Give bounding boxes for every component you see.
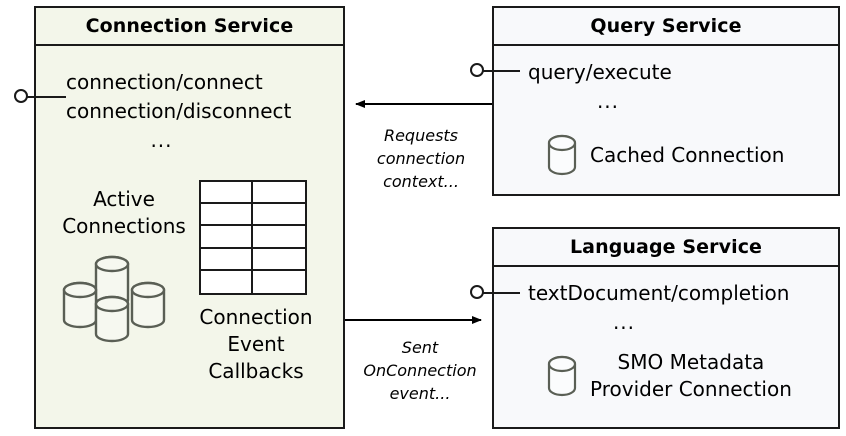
interface-stick	[482, 292, 520, 294]
table-cell	[201, 226, 253, 249]
query-service-provided-interface[interactable]	[470, 63, 520, 79]
edge-label-line-2: connection	[376, 149, 466, 168]
smo-metadata-provider-connection-store[interactable]: SMO Metadata Provider Connection	[546, 349, 792, 403]
interface-stick	[482, 70, 520, 72]
callbacks-caption-line-1: Connection	[199, 305, 313, 329]
table-cell	[201, 182, 253, 205]
smo-metadata-label-line-1: SMO Metadata	[617, 350, 765, 374]
interface-stick	[26, 96, 66, 98]
database-icon	[547, 134, 577, 176]
language-service-title: Language Service	[494, 229, 838, 267]
table-cell	[253, 248, 305, 271]
connection-event-callbacks-caption: Connection Event Callbacks	[176, 304, 336, 385]
callbacks-caption-line-3: Callbacks	[208, 359, 304, 383]
connection-service-provided-interface[interactable]	[14, 89, 66, 105]
edge-label-connection-to-language: Sent OnConnection event...	[352, 336, 488, 405]
cached-connection-store[interactable]: Cached Connection	[546, 134, 784, 176]
connection-service-body: connection/connect connection/disconnect…	[36, 46, 343, 427]
smo-metadata-label: SMO Metadata Provider Connection	[590, 349, 792, 403]
edge-label-line-1: Sent	[401, 338, 439, 357]
connection-event-callbacks-table[interactable]	[199, 180, 307, 295]
query-service-body: query/execute ... Cached Connection	[494, 46, 838, 194]
edge-label-line-3: context...	[383, 172, 459, 191]
table-cell	[201, 248, 253, 271]
connection-service-operations-ellipsis: ...	[150, 128, 173, 152]
database-icon	[547, 355, 577, 397]
edge-label-query-to-connection: Requests connection context...	[357, 124, 485, 193]
connection-service-box[interactable]: Connection Service connection/connect co…	[34, 6, 345, 429]
interface-ball-icon	[470, 285, 484, 299]
query-service-operations: query/execute ...	[494, 58, 838, 116]
language-service-operations: textDocument/completion ...	[494, 279, 838, 337]
callbacks-caption-line-2: Event	[227, 332, 285, 356]
interface-ball-icon	[14, 89, 28, 103]
active-connections-caption-line-1: Active	[93, 187, 155, 211]
active-connections-store[interactable]	[56, 248, 180, 344]
query-service-operations-ellipsis: ...	[596, 89, 620, 113]
active-connections-caption: Active Connections	[48, 186, 200, 240]
operation-textdocument-completion[interactable]: textDocument/completion	[528, 281, 790, 305]
active-connections-caption-line-2: Connections	[62, 214, 186, 238]
edge-label-line-1: Requests	[383, 126, 459, 145]
language-service-box[interactable]: Language Service textDocument/completion…	[492, 227, 840, 429]
language-service-body: textDocument/completion ... SMO Metadata…	[494, 267, 838, 427]
operation-connection-connect[interactable]: connection/connect	[66, 70, 263, 94]
edge-label-line-2: OnConnection	[363, 361, 477, 380]
cached-connection-label: Cached Connection	[590, 142, 785, 167]
operation-query-execute[interactable]: query/execute	[528, 60, 672, 84]
language-service-operations-ellipsis: ...	[612, 310, 636, 334]
table-cell	[253, 204, 305, 227]
database-cluster-icon	[62, 255, 166, 343]
edge-label-line-3: event...	[389, 384, 451, 403]
query-service-title: Query Service	[494, 8, 838, 46]
table-cell	[253, 182, 305, 205]
connection-service-operations: connection/connect connection/disconnect…	[36, 68, 343, 155]
interface-ball-icon	[470, 63, 484, 77]
query-service-box[interactable]: Query Service query/execute ... Cached C…	[492, 6, 840, 196]
connection-service-title: Connection Service	[36, 8, 343, 46]
table-cell	[201, 270, 253, 293]
language-service-provided-interface[interactable]	[470, 285, 520, 301]
table-cell	[253, 226, 305, 249]
table-cell	[201, 204, 253, 227]
smo-metadata-label-line-2: Provider Connection	[590, 377, 792, 401]
table-cell	[253, 270, 305, 293]
operation-connection-disconnect[interactable]: connection/disconnect	[66, 99, 292, 123]
